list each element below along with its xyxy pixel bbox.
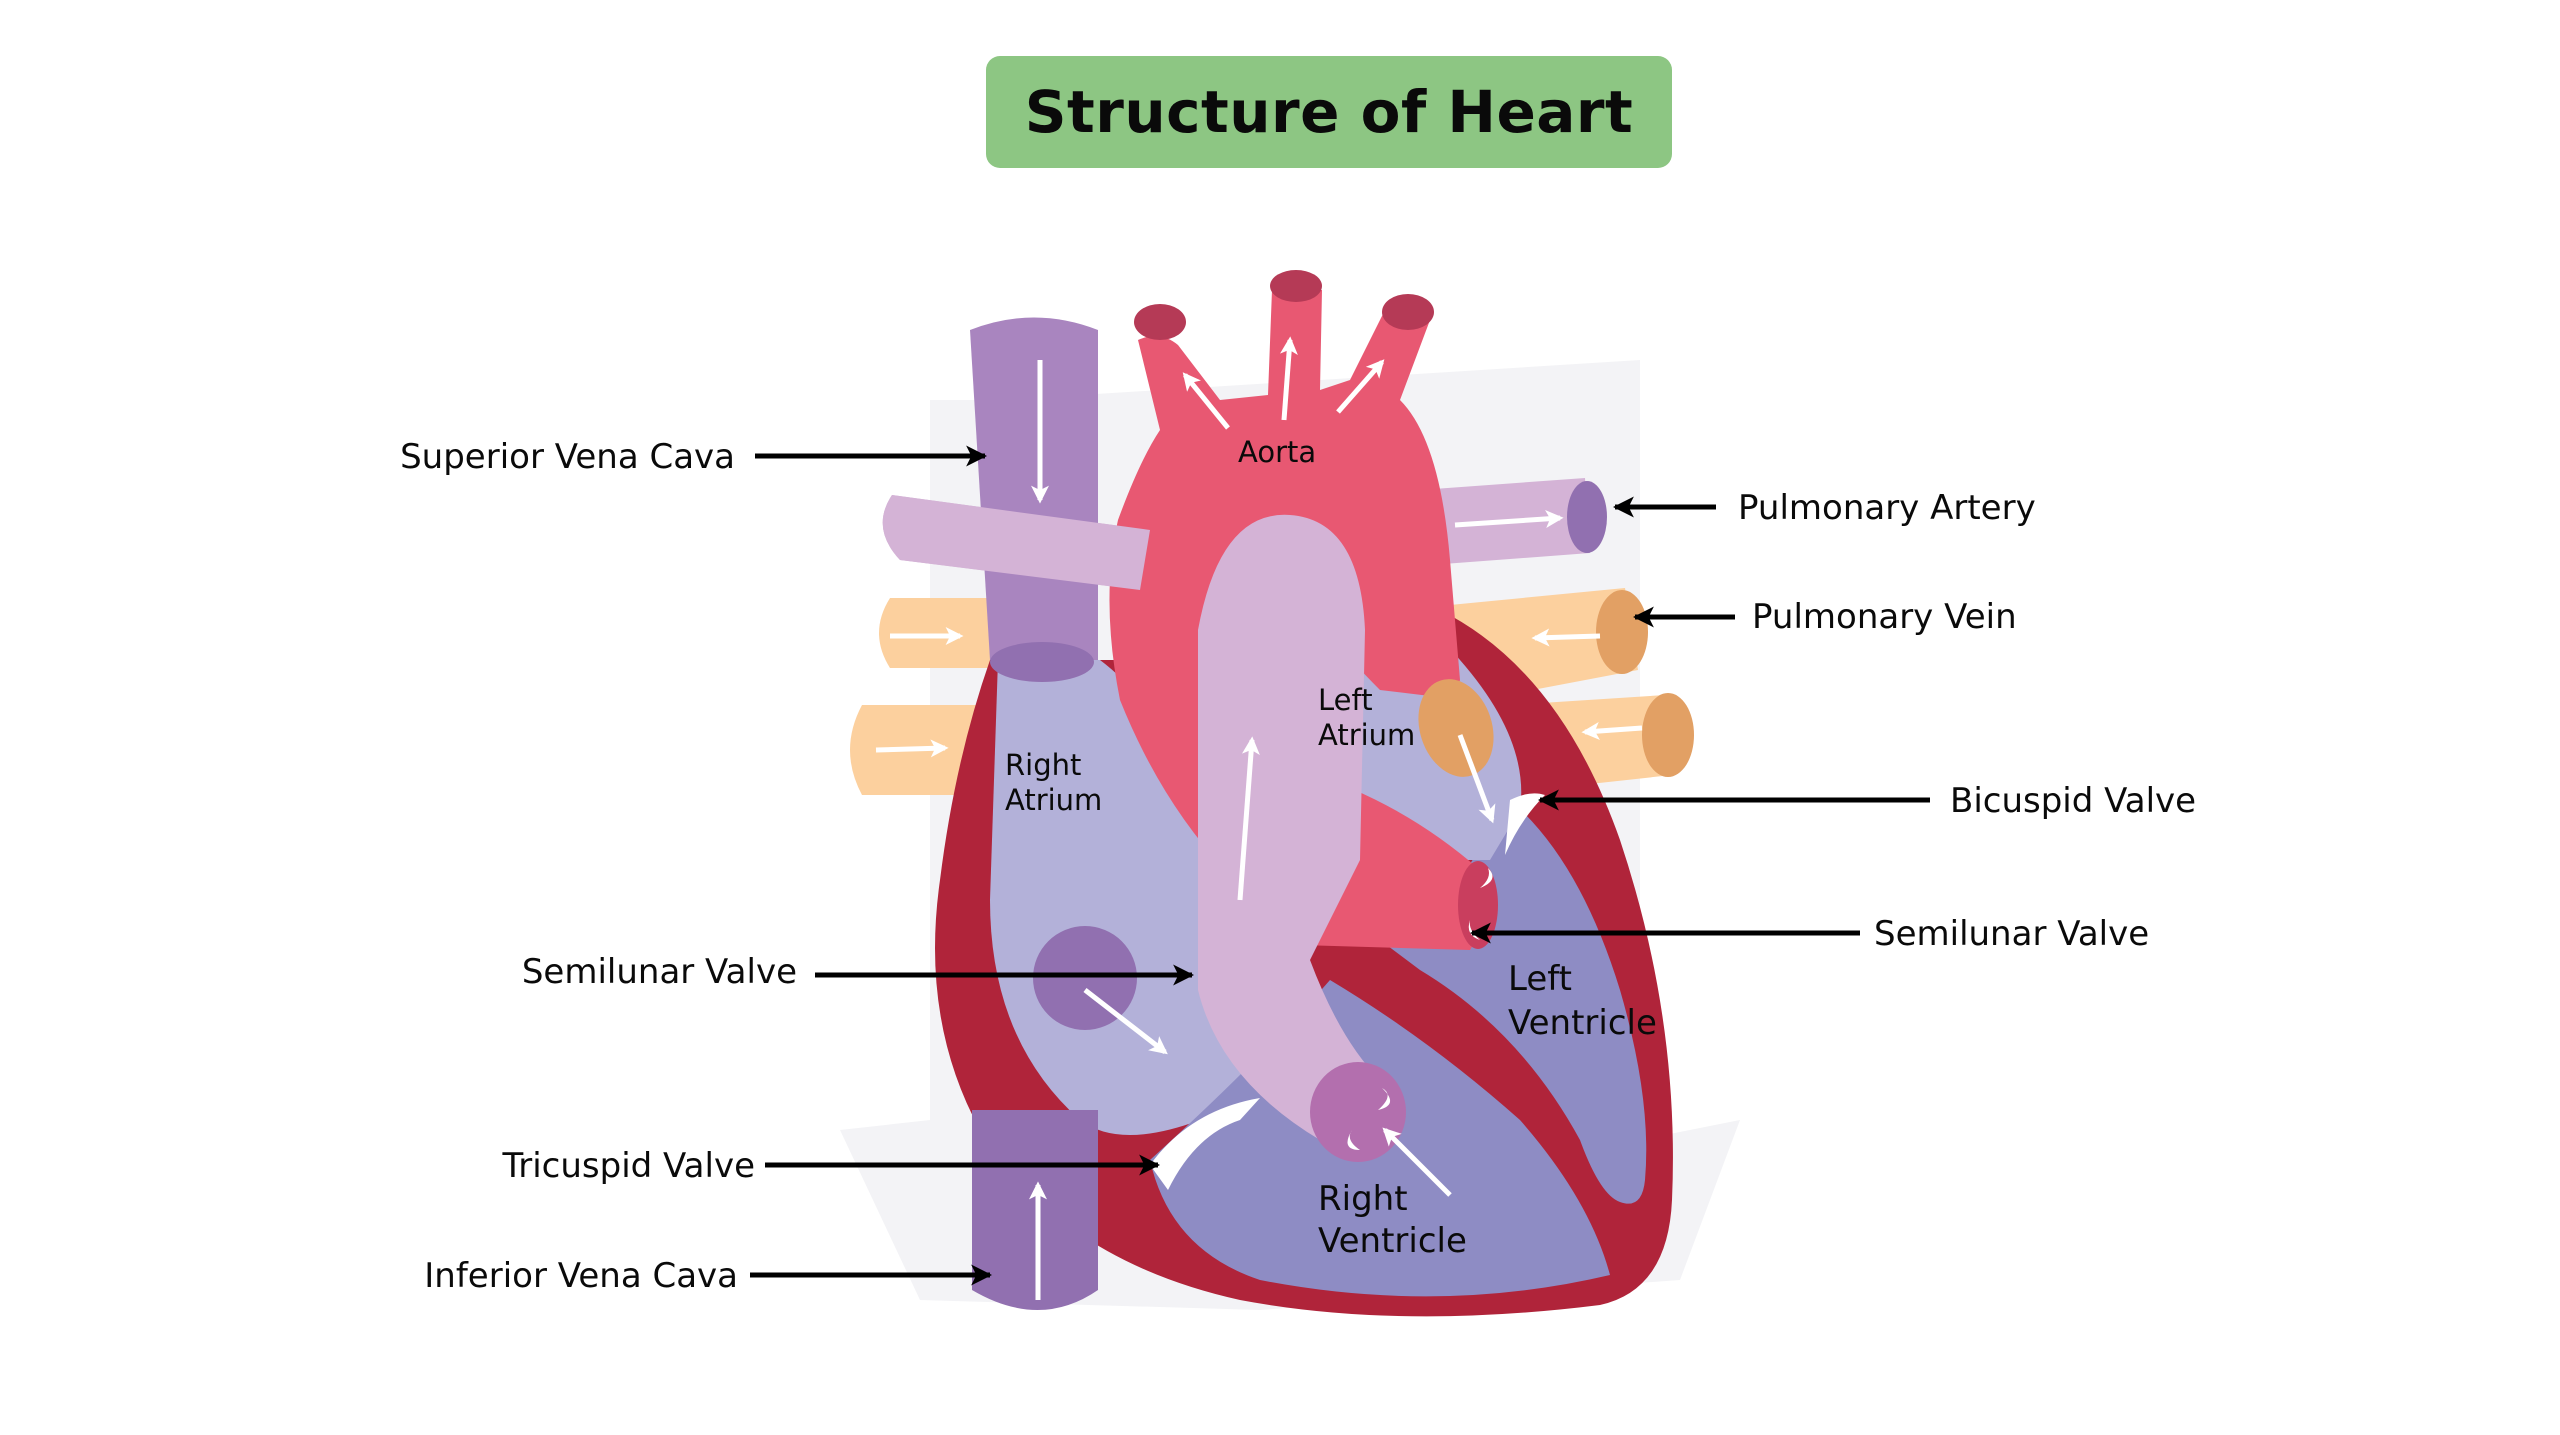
label-right-atrium-line2: Atrium [1005, 783, 1102, 817]
label-left-ventricle-line2: Ventricle [1508, 1003, 1657, 1043]
semilunar-valve-disc [1033, 926, 1168, 1055]
label-pulmonary-vein: Pulmonary Vein [1752, 597, 2017, 637]
pulmonary-trunk [1198, 514, 1406, 1162]
label-left-atrium-line2: Atrium [1318, 718, 1415, 752]
title-banner: Structure of Heart [986, 56, 1672, 168]
label-semilunar-valve-left: Semilunar Valve [522, 952, 797, 992]
label-right-atrium-line1: Right [1005, 748, 1081, 782]
label-right-ventricle-line2: Ventricle [1318, 1221, 1467, 1261]
label-superior-vena-cava: Superior Vena Cava [400, 437, 735, 477]
bicuspid-valve-disc [1418, 679, 1496, 824]
right-ventricle-flow-arrow [1382, 1127, 1452, 1197]
label-tricuspid-valve: Tricuspid Valve [501, 1146, 755, 1186]
label-pulmonary-artery: Pulmonary Artery [1738, 488, 2036, 528]
label-inferior-vena-cava: Inferior Vena Cava [424, 1256, 738, 1296]
pulmonary-veins-left [850, 598, 1000, 795]
label-right-ventricle-line1: Right [1318, 1179, 1408, 1219]
pulmonary-artery-left-overlay [882, 495, 1150, 590]
label-semilunar-valve-right: Semilunar Valve [1874, 914, 2149, 954]
inferior-vena-cava-vessel [972, 1110, 1098, 1310]
superior-vena-cava-vessel [970, 317, 1098, 682]
pulmonary-artery-right-branch [1420, 478, 1607, 565]
label-left-ventricle-line1: Left [1508, 959, 1572, 999]
label-aorta: Aorta [1238, 435, 1316, 469]
diagram-title: Structure of Heart [1024, 78, 1634, 146]
label-bicuspid-valve: Bicuspid Valve [1950, 781, 2196, 821]
label-left-atrium-line1: Left [1318, 683, 1373, 717]
